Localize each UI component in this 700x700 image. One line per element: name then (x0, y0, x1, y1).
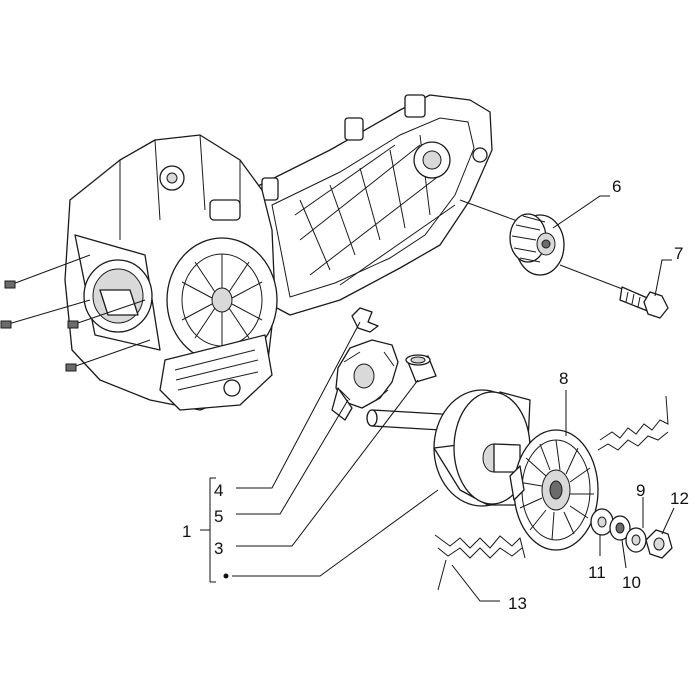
variator-ramp-plate (331, 339, 399, 421)
callout-labels: 1 4 5 3 6 7 8 9 12 11 10 13 (182, 177, 689, 613)
callout-12: 12 (670, 489, 689, 508)
belleville-washer (609, 515, 631, 541)
callout-11: 11 (588, 563, 606, 582)
pulley-bolt (559, 264, 669, 319)
callout-5: 5 (214, 507, 223, 526)
callout-1: 1 (182, 522, 191, 541)
driving-pulley-half (366, 389, 531, 507)
callout-7: 7 (674, 244, 683, 263)
leader-lines (200, 195, 675, 602)
crankcase (0, 94, 493, 411)
drive-belt (434, 395, 669, 591)
bullet-dot (223, 573, 229, 579)
slider-clip (351, 307, 379, 333)
callout-10: 10 (622, 573, 641, 592)
bushing (405, 354, 437, 383)
callout-3: 3 (214, 539, 223, 558)
callout-9: 9 (636, 481, 645, 500)
pulley-bearing (459, 199, 565, 276)
callout-8: 8 (559, 369, 568, 388)
callout-13: 13 (508, 594, 527, 613)
fan-pulley (509, 429, 599, 551)
washer (625, 527, 647, 553)
callout-4: 4 (214, 481, 223, 500)
callout-6: 6 (612, 177, 621, 196)
nut (645, 529, 673, 559)
spacer-washer (590, 508, 614, 536)
